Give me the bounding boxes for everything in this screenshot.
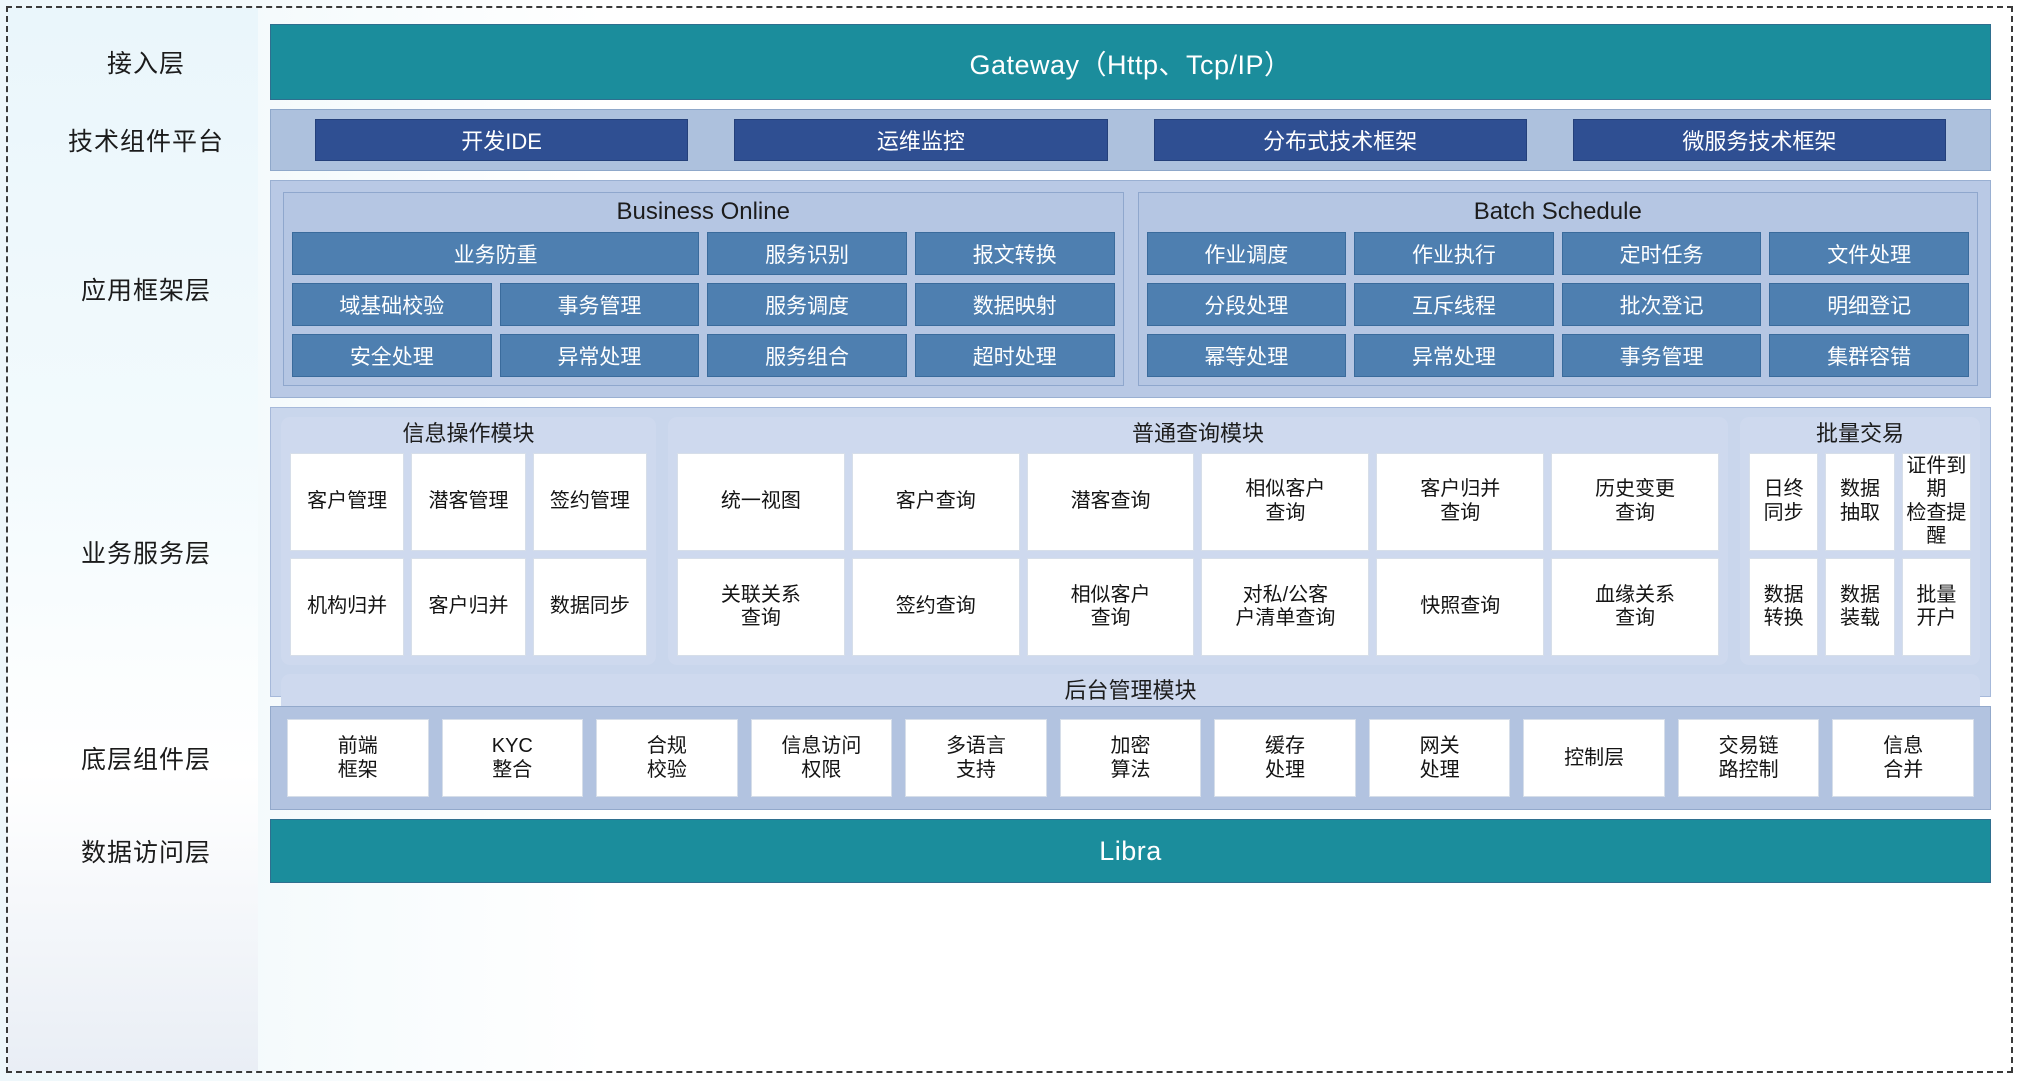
cell-query-0[interactable]: 统一视图: [677, 452, 845, 551]
cell-query-3[interactable]: 相似客户查询: [1201, 452, 1370, 551]
cell-base-3[interactable]: 信息访问权限: [750, 719, 893, 797]
app-cell-bo-5[interactable]: 服务调度: [707, 283, 907, 326]
libra-bar[interactable]: Libra: [270, 819, 1991, 883]
cell-info-0[interactable]: 客户管理: [290, 452, 405, 551]
cell-base-0[interactable]: 前端框架: [287, 719, 429, 797]
cell-query-8[interactable]: 相似客户查询: [1026, 557, 1195, 657]
row-label-tech-platform: 技术组件平台: [67, 128, 224, 156]
row-business-service: 业务服务层 信息操作模块 客户管理 潜客管理 签约管理 机构归并 客户归并: [22, 407, 1991, 771]
module-cells-info-operation: 客户管理 潜客管理 签约管理 机构归并 客户归并 数据同步: [290, 452, 647, 657]
app-cell-bs-2[interactable]: 定时任务: [1561, 232, 1762, 275]
app-cell-bs-10[interactable]: 事务管理: [1561, 334, 1762, 377]
app-group-business-online: Business Online 业务防重 服务识别 报文转换 域基础校验 事务管…: [283, 192, 1124, 386]
cell-batch-5[interactable]: 批量开户: [1901, 557, 1971, 657]
cell-info-4[interactable]: 客户归并: [411, 557, 526, 657]
app-cell-bs-0[interactable]: 作业调度: [1146, 232, 1347, 275]
cell-query-10[interactable]: 快照查询: [1376, 557, 1545, 657]
tech-chip-microservice-framework[interactable]: 微服务技术框架: [1572, 119, 1946, 161]
row-app-framework: 应用框架层 Business Online 业务防重 服务识别 报文转换 域基础…: [22, 180, 1991, 398]
app-cell-bo-7[interactable]: 安全处理: [292, 334, 492, 377]
cell-info-1[interactable]: 潜客管理: [411, 452, 526, 551]
cell-base-5[interactable]: 加密算法: [1059, 719, 1202, 797]
cell-query-4[interactable]: 客户归并查询: [1376, 452, 1545, 551]
row-access-layer: 接入层 Gateway（Http、Tcp/IP）: [22, 24, 1991, 100]
cell-batch-2[interactable]: 证件到期检查提醒: [1901, 452, 1971, 551]
app-cell-bs-5[interactable]: 互斥线程: [1354, 283, 1554, 326]
app-cell-bo-4[interactable]: 事务管理: [499, 283, 700, 326]
app-cells-business-online: 业务防重 服务识别 报文转换 域基础校验 事务管理 服务调度 数据映射 安全处理…: [292, 232, 1115, 377]
business-service-modules-row: 信息操作模块 客户管理 潜客管理 签约管理 机构归并 客户归并 数据同步: [281, 417, 1980, 666]
module-info-operation: 信息操作模块 客户管理 潜客管理 签约管理 机构归并 客户归并 数据同步: [281, 417, 656, 666]
app-cell-bo-1[interactable]: 服务识别: [707, 232, 907, 275]
cell-base-4[interactable]: 多语言支持: [905, 719, 1047, 797]
row-data-access: 数据访问层 Libra: [22, 819, 1991, 883]
cell-base-10[interactable]: 信息合并: [1832, 719, 1974, 797]
app-cells-batch-schedule: 作业调度 作业执行 定时任务 文件处理 分段处理 互斥线程 批次登记 明细登记 …: [1146, 232, 1969, 377]
app-framework-panel: Business Online 业务防重 服务识别 报文转换 域基础校验 事务管…: [270, 180, 1991, 398]
app-cell-bo-6[interactable]: 数据映射: [914, 283, 1115, 326]
app-cell-bs-3[interactable]: 文件处理: [1769, 232, 1969, 275]
app-cell-bo-9[interactable]: 服务组合: [707, 334, 907, 377]
cell-query-2[interactable]: 潜客查询: [1026, 452, 1195, 551]
row-label-app-framework: 应用框架层: [80, 277, 211, 305]
gateway-bar[interactable]: Gateway（Http、Tcp/IP）: [270, 24, 1991, 100]
module-batch-transaction: 批量交易 日终同步 数据抽取 证件到期检查提醒 数据转换 数据装载 批量开户: [1740, 417, 1980, 666]
row-label-business-service: 业务服务层: [80, 540, 211, 568]
app-cell-bs-6[interactable]: 批次登记: [1561, 283, 1762, 326]
app-cell-bo-10[interactable]: 超时处理: [914, 334, 1115, 377]
cell-query-7[interactable]: 签约查询: [851, 557, 1020, 657]
app-group-batch-schedule: Batch Schedule 作业调度 作业执行 定时任务 文件处理 分段处理 …: [1137, 192, 1978, 386]
cell-query-5[interactable]: 历史变更查询: [1551, 452, 1719, 551]
app-cell-bs-8[interactable]: 幂等处理: [1146, 334, 1347, 377]
cell-query-11[interactable]: 血缘关系查询: [1551, 557, 1719, 657]
module-title-info-operation: 信息操作模块: [402, 421, 535, 446]
cell-info-2[interactable]: 签约管理: [532, 452, 647, 551]
app-cell-bs-4[interactable]: 分段处理: [1146, 283, 1347, 326]
module-title-general-query: 普通查询模块: [1131, 421, 1264, 446]
row-tech-platform: 技术组件平台 开发IDE 运维监控 分布式技术框架 微服务技术框架: [22, 109, 1991, 171]
row-label-base-component: 底层组件层: [80, 746, 211, 774]
cell-base-6[interactable]: 缓存处理: [1214, 719, 1356, 797]
app-group-title-business-online: Business Online: [616, 198, 790, 225]
app-cell-bo-8[interactable]: 异常处理: [499, 334, 700, 377]
business-service-panel: 信息操作模块 客户管理 潜客管理 签约管理 机构归并 客户归并 数据同步: [270, 407, 1991, 771]
cell-base-9[interactable]: 交易链路控制: [1677, 719, 1820, 797]
cell-base-8[interactable]: 控制层: [1523, 719, 1665, 797]
app-group-title-batch-schedule: Batch Schedule: [1473, 198, 1642, 225]
app-cell-bo-2[interactable]: 报文转换: [914, 232, 1115, 275]
module-general-query: 普通查询模块 统一视图 客户查询 潜客查询 相似客户查询 客户归并查询 历史变更…: [668, 417, 1728, 666]
diagram-grid: 接入层 Gateway（Http、Tcp/IP） 技术组件平台 开发IDE 运维…: [8, 8, 2011, 1071]
module-title-batch-transaction: 批量交易: [1815, 421, 1904, 446]
cell-query-1[interactable]: 客户查询: [851, 452, 1020, 551]
cell-query-9[interactable]: 对私/公客户清单查询: [1201, 557, 1370, 657]
tech-platform-panel: 开发IDE 运维监控 分布式技术框架 微服务技术框架: [270, 109, 1991, 171]
tech-chip-ide[interactable]: 开发IDE: [315, 119, 689, 161]
module-title-admin-management: 后台管理模块: [1064, 678, 1197, 704]
app-cell-bs-11[interactable]: 集群容错: [1769, 334, 1969, 377]
row-label-access-layer: 接入层: [106, 50, 185, 78]
left-gradient-backdrop: [8, 8, 258, 1071]
tech-chip-distributed-framework[interactable]: 分布式技术框架: [1153, 119, 1527, 161]
cell-base-7[interactable]: 网关处理: [1368, 719, 1511, 797]
module-cells-general-query: 统一视图 客户查询 潜客查询 相似客户查询 客户归并查询 历史变更查询 关联关系…: [677, 452, 1719, 657]
cell-base-2[interactable]: 合规校验: [596, 719, 738, 797]
cell-batch-3[interactable]: 数据转换: [1749, 557, 1819, 657]
cell-batch-4[interactable]: 数据装载: [1825, 557, 1895, 657]
cell-query-6[interactable]: 关联关系查询: [677, 557, 845, 657]
app-cell-bo-3[interactable]: 域基础校验: [292, 283, 492, 326]
cell-info-5[interactable]: 数据同步: [532, 557, 647, 657]
app-cell-bs-9[interactable]: 异常处理: [1354, 334, 1554, 377]
app-cell-bo-0[interactable]: 业务防重: [292, 232, 700, 275]
cell-batch-1[interactable]: 数据抽取: [1825, 452, 1895, 551]
cell-batch-0[interactable]: 日终同步: [1749, 452, 1819, 551]
app-cell-bs-7[interactable]: 明细登记: [1769, 283, 1969, 326]
row-label-data-access: 数据访问层: [80, 839, 211, 867]
app-cell-bs-1[interactable]: 作业执行: [1354, 232, 1554, 275]
cell-info-3[interactable]: 机构归并: [290, 557, 405, 657]
tech-chip-ops-monitoring[interactable]: 运维监控: [734, 119, 1108, 161]
module-cells-batch-transaction: 日终同步 数据抽取 证件到期检查提醒 数据转换 数据装载 批量开户: [1749, 452, 1971, 657]
